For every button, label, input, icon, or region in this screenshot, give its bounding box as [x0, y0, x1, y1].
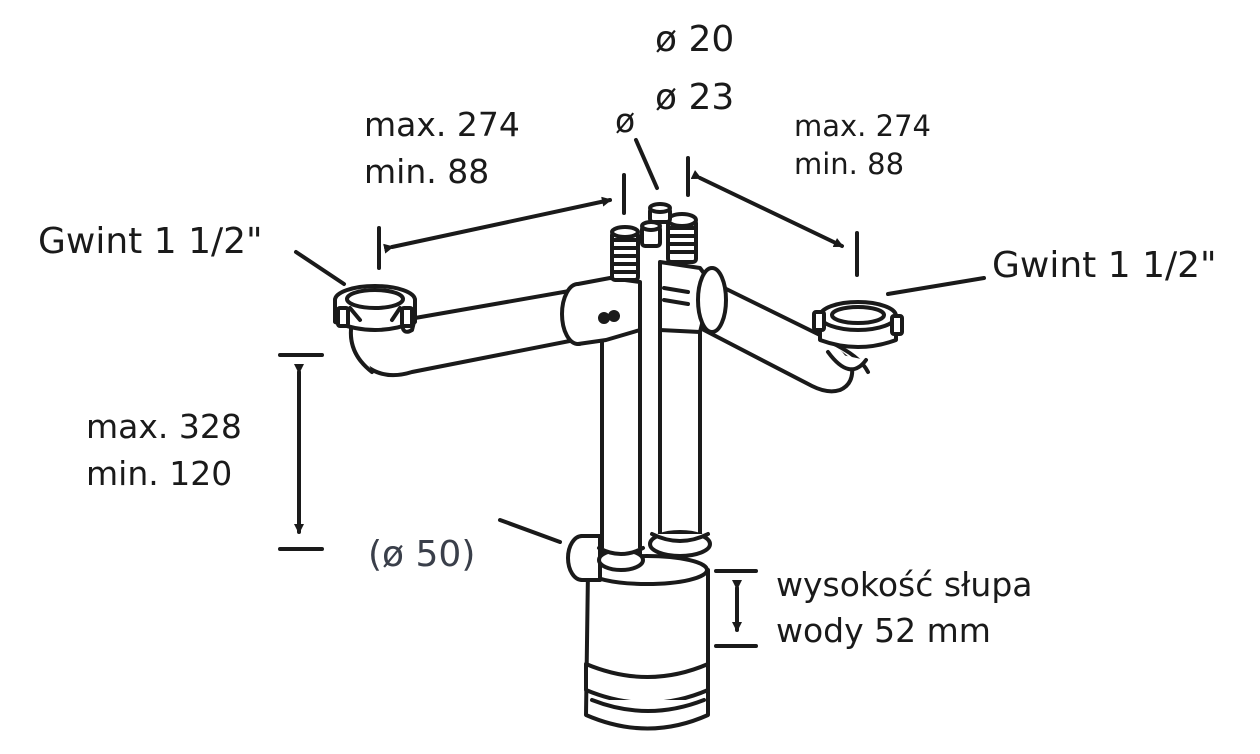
leader-small-dia: [634, 138, 659, 190]
right-arm: [702, 280, 904, 394]
label-left-min: min. 88: [364, 152, 490, 191]
small-inlet-nozzle: [640, 202, 672, 248]
outlet-stub: [566, 534, 602, 582]
label-thread-right: Gwint 1 1/2": [992, 245, 1217, 286]
dim-height: [278, 353, 324, 551]
label-water-line1: wysokość słupa: [776, 565, 1033, 604]
label-thread-left: Gwint 1 1/2": [38, 221, 263, 262]
right-collar: [658, 260, 728, 334]
left-collar: [560, 276, 642, 346]
leader-outlet: [498, 518, 562, 544]
label-water-line2: wody 52 mm: [776, 611, 991, 650]
dim-water-seal: [714, 569, 758, 648]
label-dia-small: ø: [615, 101, 636, 140]
label-right-min: min. 88: [794, 147, 905, 181]
label-left-max: max. 274: [364, 105, 520, 144]
threaded-inlet-right: [666, 212, 698, 264]
dim-left-width: [377, 173, 626, 270]
dim-right-width: [686, 156, 859, 277]
threaded-inlet-left: [610, 225, 640, 282]
trap-body: [584, 554, 710, 731]
label-height-min: min. 120: [86, 454, 233, 493]
label-height-max: max. 328: [86, 407, 242, 446]
right-standpipe: [648, 298, 712, 558]
label-outlet: (ø 50): [368, 534, 476, 575]
left-arm: [333, 284, 587, 377]
label-dia-23: ø 23: [655, 77, 735, 118]
leader-thread-left: [294, 250, 346, 286]
label-dia-20: ø 20: [655, 19, 735, 60]
label-right-max: max. 274: [794, 109, 931, 143]
leader-thread-right: [886, 276, 986, 296]
